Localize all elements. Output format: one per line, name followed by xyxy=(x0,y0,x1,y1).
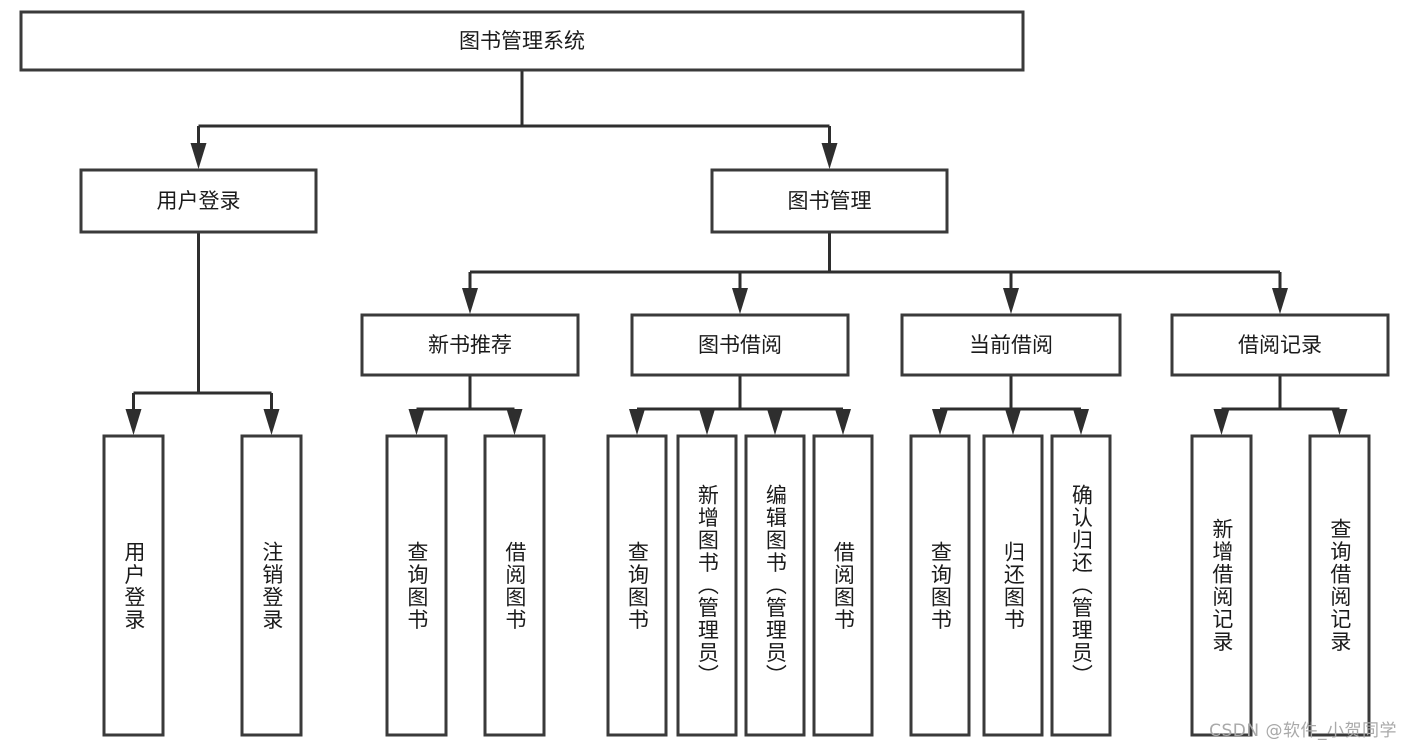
node-box-root[interactable] xyxy=(19,10,1025,72)
node-box-user-login[interactable] xyxy=(79,168,318,234)
watermark-text: CSDN @软件_小贺同学 xyxy=(1209,721,1397,741)
node-box-layer xyxy=(19,10,1390,737)
arrow-head-icon xyxy=(932,409,948,435)
arrow-head-icon xyxy=(699,409,715,435)
node-box-leaf-borrow-book[interactable] xyxy=(812,434,874,737)
arrow-head-icon xyxy=(125,409,142,435)
node-box-current-borrow[interactable] xyxy=(900,313,1122,377)
node-label-user-login: 用户登录 xyxy=(157,189,241,213)
node-box-leaf-borrow-book-rec[interactable] xyxy=(483,434,546,737)
arrow-head-icon xyxy=(462,288,478,314)
arrow-head-icon xyxy=(1003,288,1019,314)
node-box-borrow-record[interactable] xyxy=(1170,313,1390,377)
arrow-head-icon xyxy=(1331,409,1348,435)
arrow-head-icon xyxy=(1073,409,1089,435)
node-box-leaf-user-login[interactable] xyxy=(102,434,165,737)
arrow-head-icon xyxy=(1213,409,1230,435)
arrow-head-icon xyxy=(408,409,425,435)
arrow-head-icon xyxy=(732,288,748,314)
arrow-head-icon xyxy=(629,409,645,435)
arrow-head-icon xyxy=(767,409,783,435)
node-box-leaf-query-book-rec[interactable] xyxy=(385,434,448,737)
node-box-leaf-add-record[interactable] xyxy=(1190,434,1253,737)
arrow-head-icon xyxy=(835,409,851,435)
node-label-new-book-rec: 新书推荐 xyxy=(428,333,512,357)
node-box-leaf-query-book-borrow[interactable] xyxy=(606,434,668,737)
node-label-current-borrow: 当前借阅 xyxy=(969,333,1053,357)
node-box-leaf-edit-book[interactable] xyxy=(744,434,806,737)
node-label-root: 图书管理系统 xyxy=(459,29,585,53)
node-box-book-borrow[interactable] xyxy=(630,313,850,377)
arrow-head-icon xyxy=(506,409,523,435)
arrow-head-icon xyxy=(190,143,207,169)
node-box-book-manage[interactable] xyxy=(710,168,949,234)
arrow-head-icon xyxy=(821,143,838,169)
node-box-leaf-confirm-return[interactable] xyxy=(1050,434,1112,737)
connector-layer xyxy=(125,70,1348,435)
node-box-leaf-query-book-cur[interactable] xyxy=(909,434,971,737)
node-label-book-manage: 图书管理 xyxy=(788,189,872,213)
arrow-head-icon xyxy=(1005,409,1021,435)
node-box-leaf-add-book[interactable] xyxy=(676,434,738,737)
node-box-new-book-rec[interactable] xyxy=(360,313,580,377)
node-label-borrow-record: 借阅记录 xyxy=(1238,333,1322,357)
node-box-leaf-return-book[interactable] xyxy=(982,434,1044,737)
arrow-head-icon xyxy=(263,409,280,435)
node-label-book-borrow: 图书借阅 xyxy=(698,333,782,357)
node-box-leaf-user-logout[interactable] xyxy=(240,434,303,737)
node-box-leaf-query-record[interactable] xyxy=(1308,434,1371,737)
arrow-head-icon xyxy=(1272,288,1288,314)
